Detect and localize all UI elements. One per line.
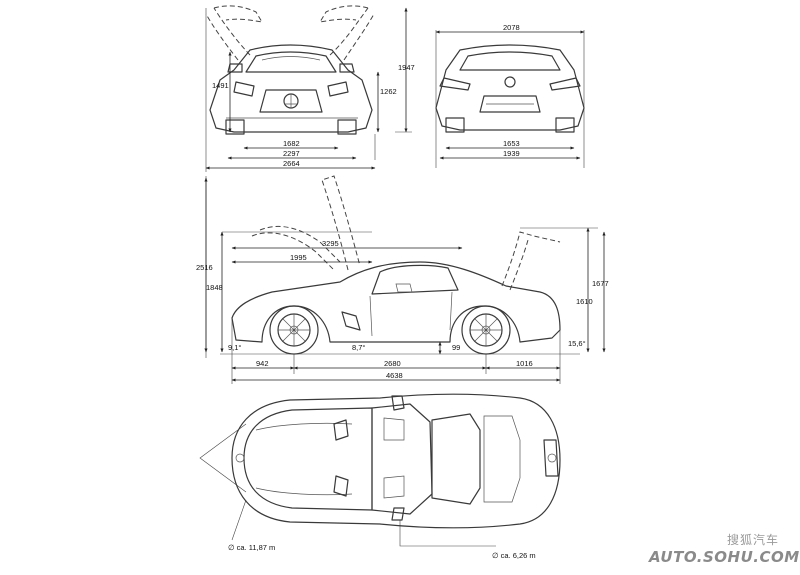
front-height-label: 1491 (212, 81, 229, 90)
side-front-to-door-label: 1995 (290, 253, 307, 262)
front-height-open-label: 1947 (398, 63, 415, 72)
front-width-label: 2297 (283, 149, 300, 158)
side-view: 2516 1848 1677 1610 3295 1995 9,1° 8,7° … (196, 175, 609, 384)
side-height-hatch-label: 1610 (576, 297, 593, 306)
side-rear-overhang-label: 1016 (516, 359, 533, 368)
side-length-label: 4638 (386, 371, 403, 380)
turning-radius-label: ∅ ca. 6,26 m (492, 551, 536, 560)
side-departure-angle-label: 15,6° (568, 339, 586, 348)
front-track-label: 1682 (283, 139, 300, 148)
side-clearance-label: 99 (452, 343, 460, 352)
side-height-door-label: 1848 (206, 283, 223, 292)
front-height-mid-label: 1262 (380, 87, 397, 96)
front-width-mirrors-label: 2664 (283, 159, 300, 168)
side-height-rear-label: 1677 (592, 279, 609, 288)
watermark-site: AUTO.SOHU.COM (649, 548, 800, 566)
side-wheelbase-hood-label: 3295 (322, 239, 339, 248)
side-approach-angle-label: 9,1° (228, 343, 241, 352)
rear-width-label: 2078 (503, 23, 520, 32)
side-wheelbase-label: 2680 (384, 359, 401, 368)
top-view: ∅ ca. 11,87 m ∅ ca. 6,26 m (199, 393, 561, 560)
rear-width-body-label: 1939 (503, 149, 520, 158)
rear-view: 2078 1653 1939 (435, 23, 585, 168)
watermark-chinese: 搜狐汽车 (727, 533, 780, 547)
side-height-open-label: 2516 (196, 263, 213, 272)
side-front-overhang-label: 942 (256, 359, 269, 368)
front-view: 1491 1262 1947 1682 2297 2664 (205, 5, 415, 172)
rear-track-label: 1653 (503, 139, 520, 148)
turning-circle-label: ∅ ca. 11,87 m (228, 543, 275, 552)
side-ramp-angle-label: 8,7° (352, 343, 365, 352)
